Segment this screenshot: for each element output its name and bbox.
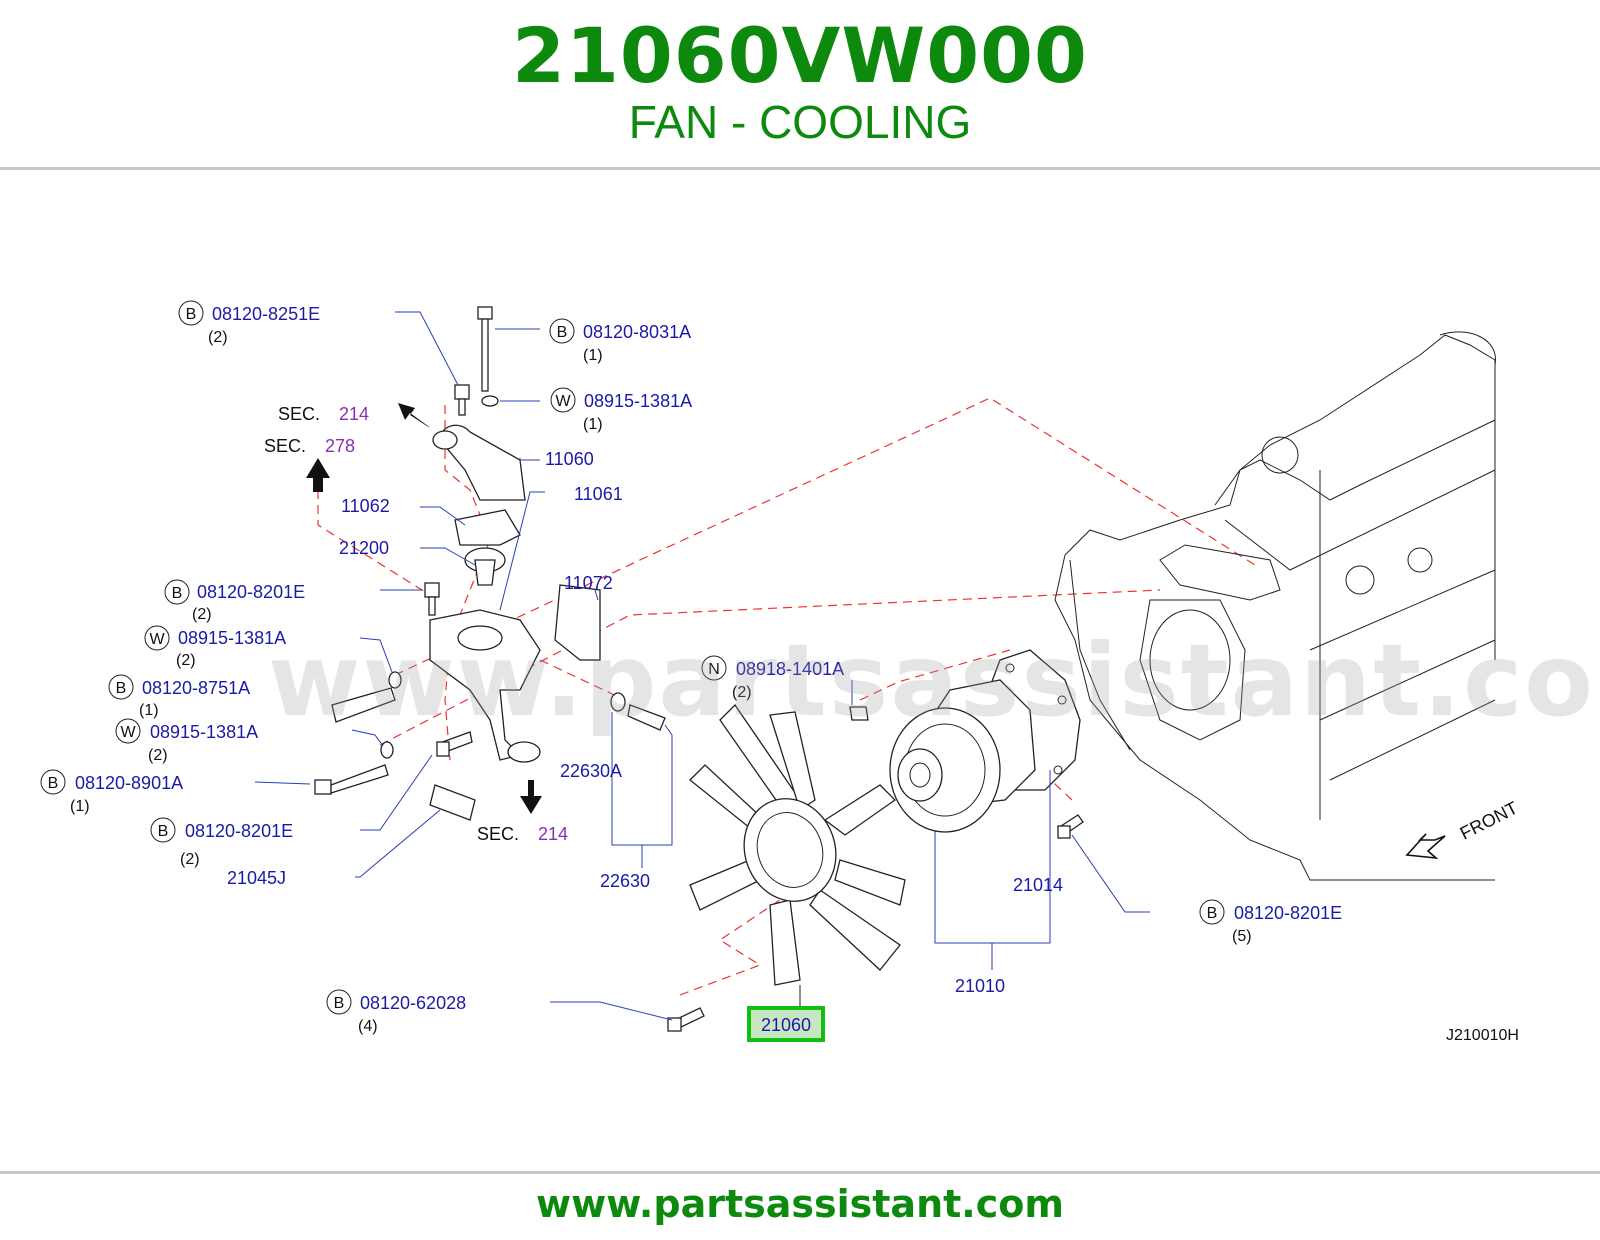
svg-text:(2): (2): [208, 329, 228, 346]
assembly-lines: [317, 397, 1256, 996]
arrow-down: [520, 780, 542, 814]
part-number-label[interactable]: 08120-8201E: [1234, 903, 1342, 923]
header-divider: [0, 167, 1600, 170]
cooling-fan: [689, 703, 906, 1012]
part-number-label[interactable]: 08915-1381A: [178, 628, 286, 648]
svg-text:(2): (2): [148, 747, 168, 764]
svg-text:(1): (1): [583, 347, 603, 364]
part-number-label[interactable]: 08120-62028: [360, 993, 466, 1013]
part-number-title: 21060VW000: [512, 11, 1088, 100]
part-number-label[interactable]: 08120-8031A: [583, 322, 691, 342]
svg-text:B: B: [557, 324, 568, 341]
front-arrow: [1405, 833, 1446, 860]
diagram-code: J210010H: [1446, 1027, 1519, 1044]
callout-08120-8201E-a: B 08120-8201E (2): [164, 579, 305, 623]
arrow-up: [306, 458, 330, 492]
arrow-up-left: [398, 403, 430, 428]
svg-text:B: B: [48, 775, 59, 792]
engine-block: [1054, 331, 1496, 881]
callout-08120-8251E: B 08120-8251E (2): [178, 300, 320, 346]
svg-text:W: W: [120, 724, 136, 741]
thermostat-housing: [429, 424, 601, 821]
water-pump: [889, 649, 1081, 833]
part-number-label[interactable]: 08120-8201E: [185, 821, 293, 841]
svg-text:B: B: [334, 995, 345, 1012]
label-21010[interactable]: 21010: [955, 976, 1005, 996]
callout-08915-1381A-a: W 08915-1381A (1): [550, 387, 692, 433]
footer-divider: [0, 1171, 1600, 1174]
label-11060[interactable]: 11060: [545, 449, 594, 469]
fasteners: [314, 306, 1084, 1032]
part-number-label[interactable]: 08915-1381A: [584, 391, 692, 411]
front-label: FRONT: [1457, 798, 1521, 844]
svg-text:W: W: [149, 631, 165, 648]
section-ref-278[interactable]: SEC. 278: [264, 436, 355, 456]
callout-08120-8901A: B 08120-8901A (1): [40, 769, 183, 815]
highlighted-part-21060[interactable]: 21060: [747, 1006, 825, 1042]
svg-text:(1): (1): [70, 798, 90, 815]
header: 21060VW000 FAN - COOLING: [0, 0, 1600, 168]
label-11062[interactable]: 11062: [341, 496, 390, 516]
callout-08915-1381A-b: W 08915-1381A (2): [144, 625, 286, 669]
svg-text:B: B: [116, 680, 127, 697]
callout-08918-1401A: N 08918-1401A (2): [701, 655, 844, 701]
part-number-label[interactable]: 08120-8751A: [142, 678, 250, 698]
label-11072[interactable]: 11072: [564, 573, 613, 593]
callout-08120-62028: B 08120-62028 (4): [326, 989, 466, 1035]
svg-text:(4): (4): [358, 1018, 378, 1035]
label-22630[interactable]: 22630: [600, 871, 650, 891]
svg-text:B: B: [172, 585, 183, 602]
watermark: www.partsassistant.com: [268, 622, 1600, 739]
label-21060[interactable]: 21060: [761, 1015, 811, 1035]
svg-text:SEC.: SEC.: [264, 436, 306, 456]
svg-text:W: W: [555, 393, 571, 410]
svg-text:B: B: [186, 306, 197, 323]
direction-arrows: [306, 403, 1446, 860]
footer-url-link[interactable]: www.partsassistant.com: [536, 1182, 1064, 1226]
svg-text:(2): (2): [192, 606, 212, 623]
callout-08120-8751A: B 08120-8751A (1): [108, 674, 250, 719]
label-11061[interactable]: 11061: [574, 484, 623, 504]
part-number-label[interactable]: 08120-8901A: [75, 773, 183, 793]
svg-text:(1): (1): [139, 702, 159, 719]
svg-text:B: B: [158, 823, 169, 840]
part-number-label[interactable]: 08120-8251E: [212, 304, 320, 324]
svg-text:(1): (1): [583, 416, 603, 433]
svg-text:214: 214: [339, 404, 369, 424]
callout-08915-1381A-c: W 08915-1381A (2): [115, 718, 258, 764]
label-22630A[interactable]: 22630A: [560, 761, 622, 781]
callout-08120-8201E-b: B 08120-8201E (2): [150, 817, 293, 868]
svg-text:SEC.: SEC.: [477, 824, 519, 844]
svg-text:(5): (5): [1232, 928, 1252, 945]
part-number-label[interactable]: 08918-1401A: [736, 659, 844, 679]
svg-text:SEC.: SEC.: [278, 404, 320, 424]
part-name-subtitle: FAN - COOLING: [628, 96, 972, 148]
svg-text:(2): (2): [176, 652, 196, 669]
section-ref-214-a[interactable]: SEC. 214: [278, 404, 369, 424]
section-ref-214-b[interactable]: SEC. 214: [477, 824, 568, 844]
part-number-label[interactable]: 08120-8201E: [197, 582, 305, 602]
svg-text:(2): (2): [732, 684, 752, 701]
label-21200[interactable]: 21200: [339, 538, 389, 558]
svg-text:278: 278: [325, 436, 355, 456]
svg-text:N: N: [708, 661, 720, 678]
label-21014[interactable]: 21014: [1013, 875, 1063, 895]
svg-text:(2): (2): [180, 851, 200, 868]
label-21045J[interactable]: 21045J: [227, 868, 286, 888]
callout-08120-8031A: B 08120-8031A (1): [549, 318, 691, 364]
svg-text:B: B: [1207, 905, 1218, 922]
svg-text:214: 214: [538, 824, 568, 844]
leader-lines: [254, 311, 1150, 1021]
part-number-label[interactable]: 08915-1381A: [150, 722, 258, 742]
callout-08120-8201E-c: B 08120-8201E (5): [1199, 899, 1342, 945]
